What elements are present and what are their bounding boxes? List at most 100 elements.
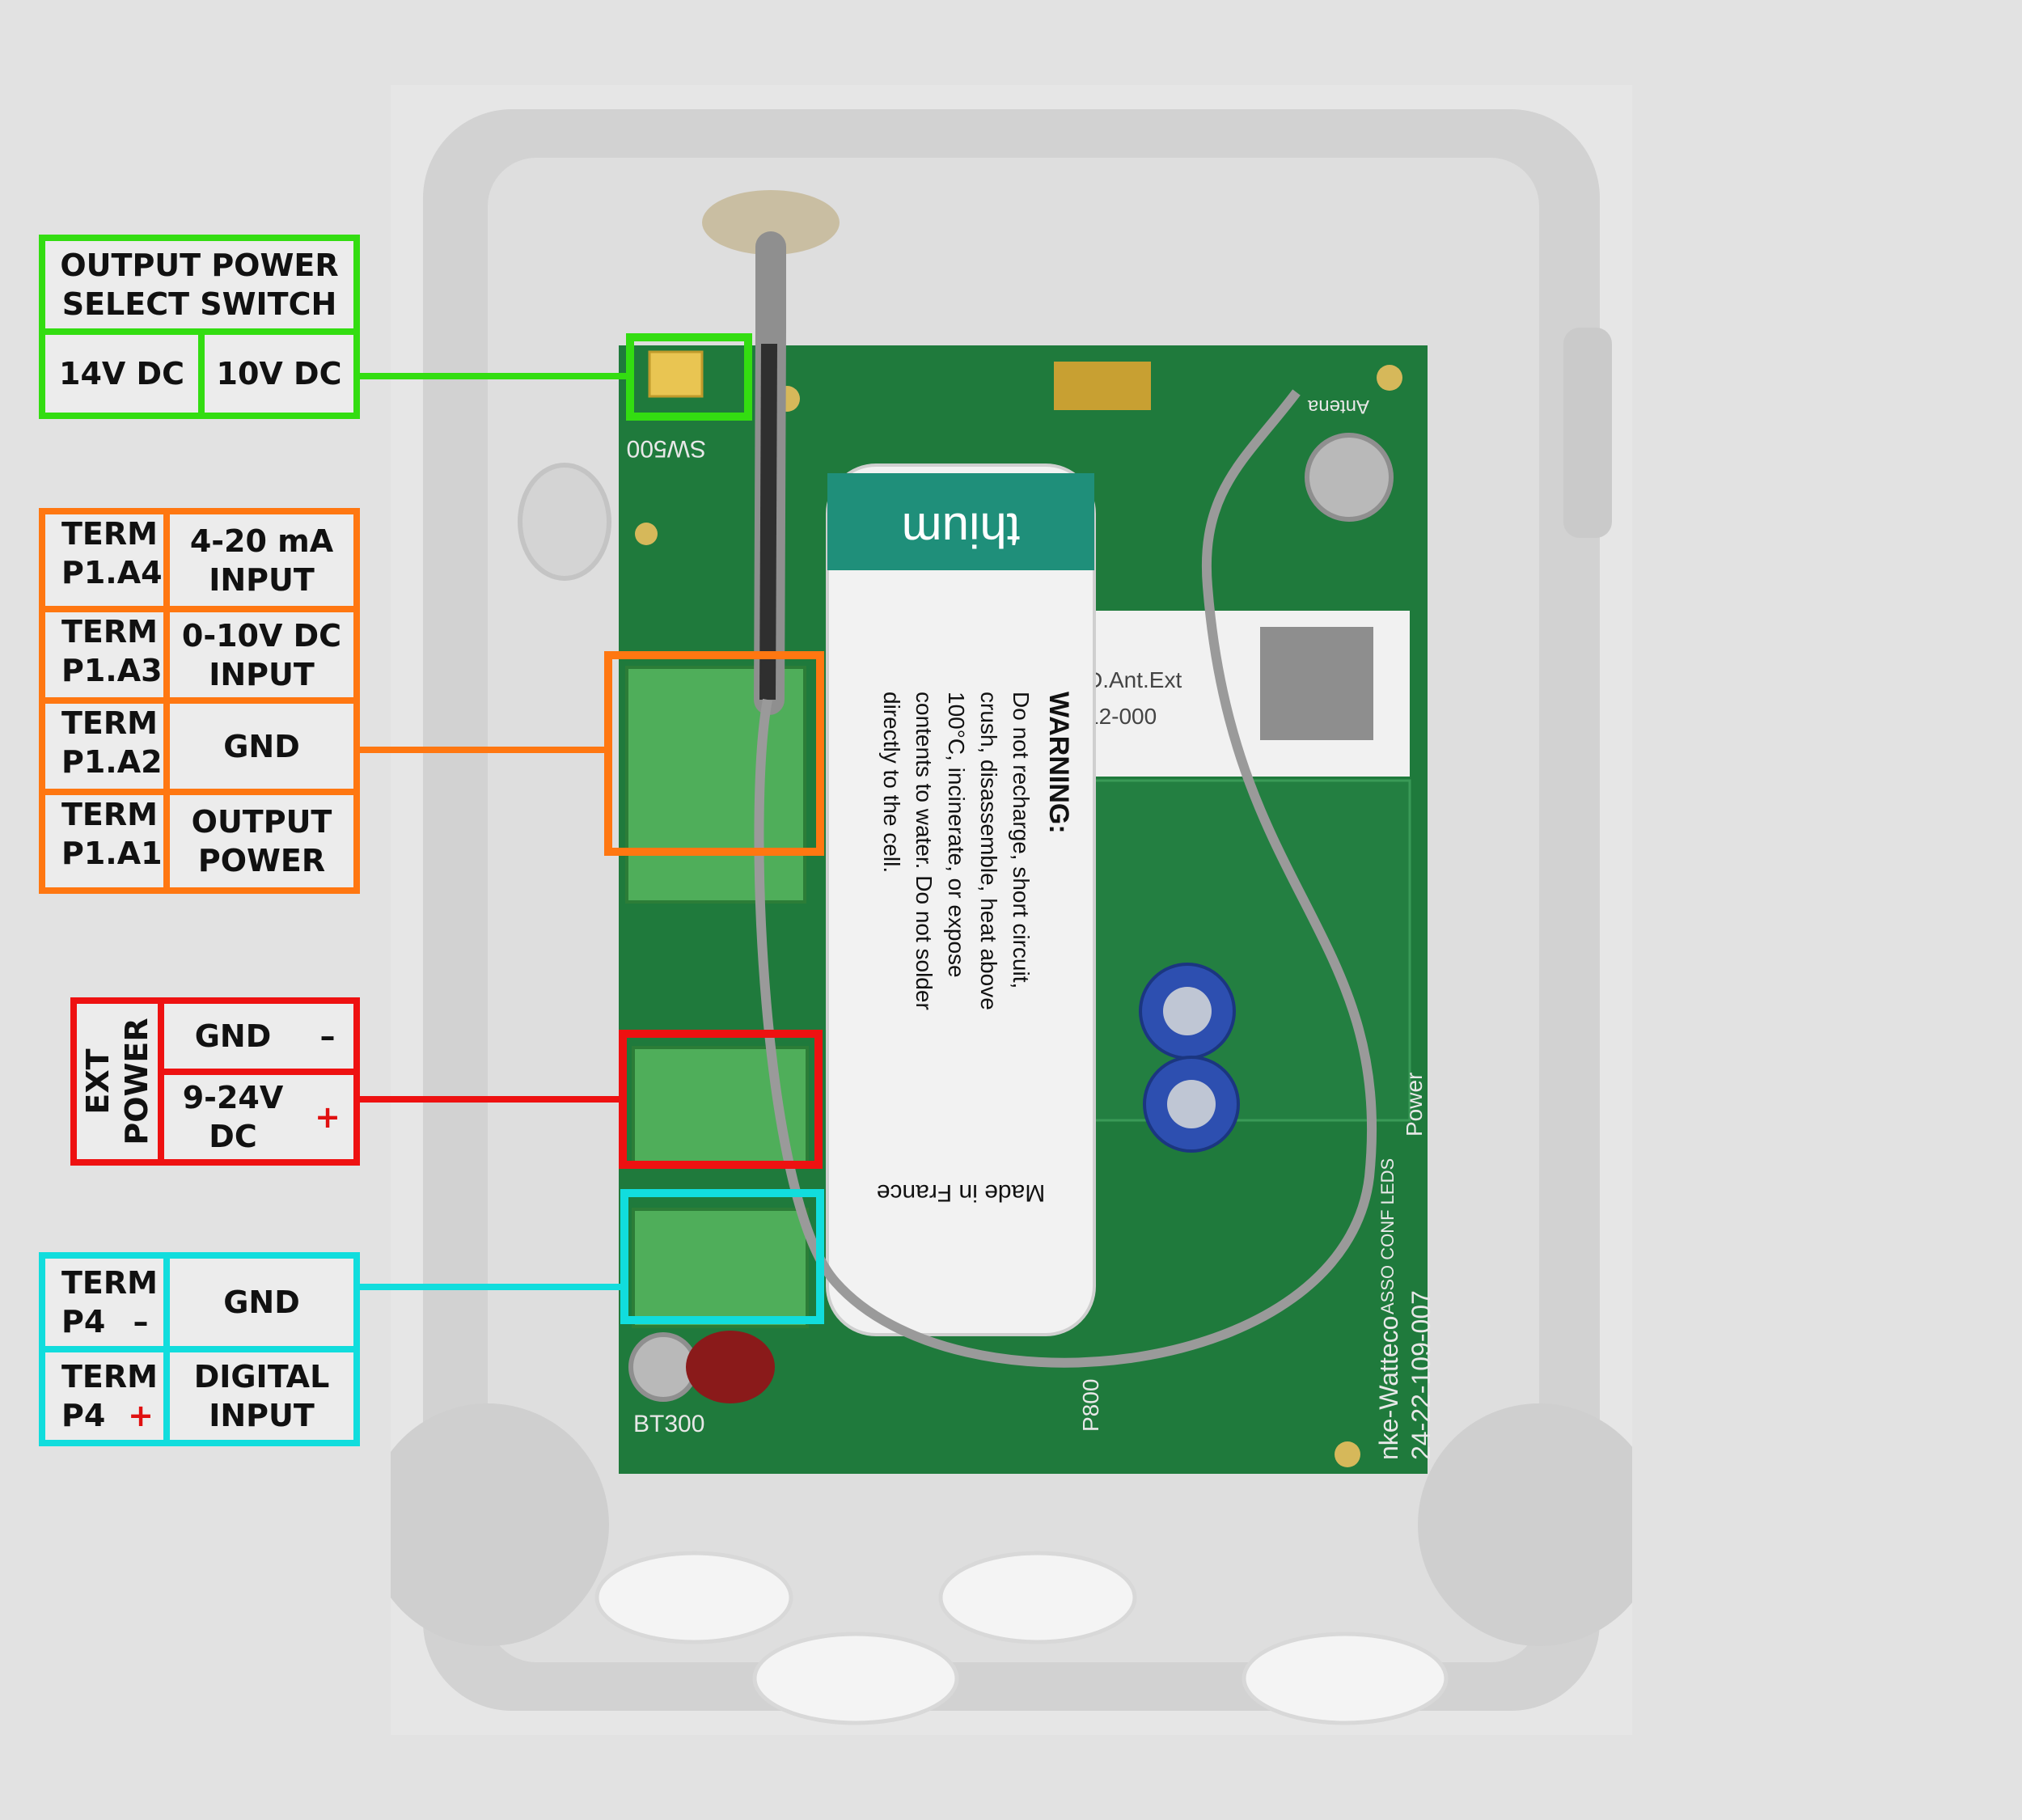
battery-warning-line: contents to water. Do not solder bbox=[912, 692, 937, 1010]
p1-term-label: TERM P1.A1 bbox=[45, 795, 163, 887]
terminal-p1-callout: TERM P1.A4 4-20 mA INPUT TERM P1.A3 0-10… bbox=[39, 508, 360, 894]
battery-band bbox=[827, 473, 1094, 570]
p1-divider-h bbox=[45, 697, 353, 704]
pcb-text: Power bbox=[1402, 1073, 1427, 1136]
switch-divider-v bbox=[198, 335, 205, 413]
p1-function-line1: 0-10V DC bbox=[181, 617, 342, 654]
p4-minus: – bbox=[133, 1304, 149, 1340]
leader-line-terminal-p1 bbox=[356, 747, 604, 753]
battery bbox=[826, 463, 1096, 1336]
terminal-block-p4 bbox=[632, 1208, 809, 1328]
p4-term-label: TERM P4 + bbox=[45, 1352, 163, 1440]
ext-power-vin-line2: DC bbox=[209, 1119, 257, 1154]
pcb-text: nke-Watteco bbox=[1374, 1316, 1403, 1460]
terminal-p4-callout: TERM P4 – GND TERM P4 + DIGITAL INPUT bbox=[39, 1252, 360, 1446]
p1-term-pin: P1.A4 bbox=[61, 555, 163, 590]
p1-term-function: 4-20 mA INPUT bbox=[170, 514, 353, 606]
p4-function-line1: DIGITAL bbox=[193, 1359, 330, 1395]
p1-function-line1: GND bbox=[223, 728, 300, 764]
p4-function: GND bbox=[223, 1285, 300, 1320]
p4-term-word: TERM bbox=[61, 1265, 158, 1301]
red-part bbox=[686, 1331, 775, 1403]
highlight-ext-power bbox=[619, 1030, 823, 1169]
p1-divider-h bbox=[45, 606, 353, 612]
p1-term-function: OUTPUT POWER bbox=[170, 795, 353, 887]
ext-power-divider-h bbox=[164, 1069, 353, 1075]
qr-code bbox=[1260, 627, 1373, 740]
battery-warning-line: directly to the cell. bbox=[879, 692, 904, 873]
ext-power-minus: – bbox=[319, 1018, 336, 1054]
side-clip bbox=[518, 463, 611, 581]
p1-term-word: TERM bbox=[61, 516, 158, 552]
switch-divider-h bbox=[45, 328, 353, 335]
p1-term-word: TERM bbox=[61, 797, 158, 832]
p1-term-label: TERM P1.A2 bbox=[45, 704, 163, 789]
screw bbox=[1305, 433, 1394, 522]
p1-term-pin: P1.A2 bbox=[61, 744, 163, 780]
leader-line-switch bbox=[356, 373, 626, 379]
p4-function: DIGITAL INPUT bbox=[170, 1352, 353, 1440]
side-slot bbox=[1563, 328, 1612, 538]
highlight-switch bbox=[626, 333, 752, 421]
capacitor-top bbox=[1167, 1080, 1216, 1128]
p4-term-label: TERM P4 – bbox=[45, 1259, 163, 1346]
coax-cable bbox=[754, 389, 1377, 1368]
pcb-text: P800 bbox=[1078, 1379, 1103, 1432]
battery-warning-line: 100°C, incinerate, or expose bbox=[944, 692, 969, 978]
cable-gland bbox=[1242, 1632, 1449, 1725]
mounting-hole bbox=[1377, 365, 1402, 391]
leader-line-terminal-p4 bbox=[356, 1284, 620, 1290]
battery-warning-title: WARNING: bbox=[1043, 692, 1074, 834]
pcb-text: BT300 bbox=[633, 1411, 704, 1437]
ext-power-vin-line1: 9-24V bbox=[182, 1080, 284, 1115]
corner-boss bbox=[391, 1403, 609, 1646]
cable-gland bbox=[594, 1551, 793, 1644]
dip-switch bbox=[648, 350, 704, 398]
ext-power-gnd: GND bbox=[194, 1018, 272, 1054]
p1-function-line2: INPUT bbox=[209, 656, 315, 692]
p1-term-function: GND bbox=[170, 704, 353, 789]
p4-function-line2: INPUT bbox=[209, 1398, 315, 1433]
p1-function-line1: OUTPUT bbox=[191, 804, 332, 840]
antenna-cable-end bbox=[759, 343, 777, 700]
battery-brand: thium bbox=[902, 503, 1021, 557]
battery-warning: WARNING: Do not recharge, short circuit,… bbox=[879, 692, 1074, 1010]
device-photo: D.Ant.Ext 12-000 thium WARNING: Do not r… bbox=[391, 85, 1632, 1735]
p1-function-line2: INPUT bbox=[209, 561, 315, 598]
corner-boss bbox=[1418, 1403, 1632, 1646]
antenna-nut bbox=[702, 190, 840, 255]
p1-term-pin: P1.A1 bbox=[61, 836, 163, 871]
p1-term-pin: P1.A3 bbox=[61, 653, 163, 688]
p1-function-line2: POWER bbox=[197, 843, 326, 878]
battery-warning-line: Do not recharge, short circuit, bbox=[1009, 692, 1034, 988]
switch-option-14v: 14V DC bbox=[59, 356, 184, 392]
cable-gland bbox=[752, 1632, 959, 1725]
p1-term-word: TERM bbox=[61, 705, 158, 741]
ext-power-callout: EXT POWER GND – 9-24V DC + bbox=[70, 997, 360, 1166]
switch-title-line1: OUTPUT POWER bbox=[60, 248, 339, 283]
mounting-hole bbox=[1335, 1441, 1360, 1467]
p4-plus: + bbox=[128, 1398, 154, 1433]
ext-power-side-line2: POWER bbox=[119, 1018, 154, 1145]
switch-title-line2: SELECT SWITCH bbox=[61, 286, 337, 322]
leader-line-ext-power bbox=[356, 1096, 619, 1103]
ext-power-divider-v bbox=[158, 1004, 164, 1159]
pcb-text: SW500 bbox=[627, 435, 706, 462]
battery-warning-line: crush, disassemble, heat above bbox=[976, 692, 1001, 1010]
ext-power-side-line1: EXT bbox=[80, 1048, 116, 1115]
p1-function-line1: 4-20 mA bbox=[189, 523, 334, 559]
p1-term-function: 0-10V DC INPUT bbox=[170, 612, 353, 697]
ext-power-side-label: EXT POWER bbox=[77, 1004, 158, 1159]
label-text-1: D.Ant.Ext bbox=[1086, 667, 1182, 692]
ext-power-vin: 9-24V DC bbox=[164, 1075, 302, 1159]
pcb-text: 24-22-109-007 bbox=[1407, 1290, 1436, 1460]
highlight-terminal-p4 bbox=[620, 1189, 824, 1324]
p4-term-pin: P4 bbox=[61, 1304, 106, 1340]
p4-term-word: TERM bbox=[61, 1359, 158, 1395]
p1-divider-h bbox=[45, 789, 353, 795]
p4-divider-h bbox=[45, 1346, 353, 1352]
switch-callout: OUTPUT POWER SELECT SWITCH 14V DC 10V DC bbox=[39, 235, 360, 419]
cable-gland bbox=[938, 1551, 1137, 1644]
pcb-connector bbox=[1054, 362, 1151, 410]
pcb-text: Antena bbox=[1307, 396, 1369, 417]
